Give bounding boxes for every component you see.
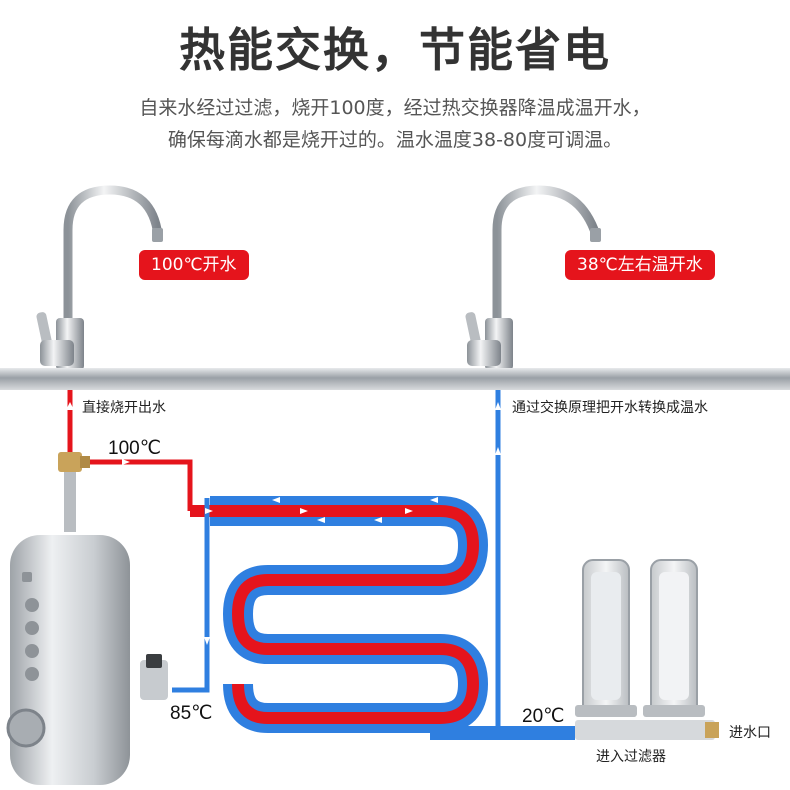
exchange-note-label: 通过交换原理把开水转换成温水 (512, 400, 708, 416)
counter-pipe (0, 368, 790, 390)
boiled-out-label: 直接烧开出水 (82, 400, 166, 416)
subtitle: 自来水经过过滤，烧开100度，经过热交换器降温成温开水， 确保每滴水都是烧开过的… (20, 92, 770, 156)
filter-cartridge-icon (643, 559, 705, 717)
return-line (172, 498, 210, 693)
filter-cartridge-icon (575, 559, 637, 717)
subtitle-line-2: 确保每滴水都是烧开过的。温水温度38-80度可调温。 (167, 129, 623, 151)
hot-exchange-coil (190, 505, 480, 724)
warm-exchange-coil (210, 496, 489, 733)
page-title: 热能交换，节能省电 (179, 23, 611, 77)
temp-20: 20℃ (522, 706, 565, 727)
temp-100: 100℃ (108, 438, 162, 459)
inlet-label: 进水口 (729, 725, 771, 741)
water-heater-tank-icon (6, 535, 168, 785)
faucet-icon (465, 185, 601, 375)
hot-line (67, 390, 193, 511)
temp-85: 85℃ (170, 703, 213, 724)
flow-arrow-icon (66, 402, 501, 645)
valve-icon (58, 452, 90, 532)
faucet-icon (36, 185, 163, 375)
to-filter-label: 进入过滤器 (596, 749, 666, 765)
right-temp-badge: 38℃左右温开水 (565, 250, 715, 280)
inlet-fitting (705, 722, 719, 738)
left-temp-badge: 100℃开水 (139, 250, 249, 280)
subtitle-line-1: 自来水经过过滤，烧开100度，经过热交换器降温成温开水， (139, 97, 651, 119)
filter-manifold (575, 720, 715, 740)
